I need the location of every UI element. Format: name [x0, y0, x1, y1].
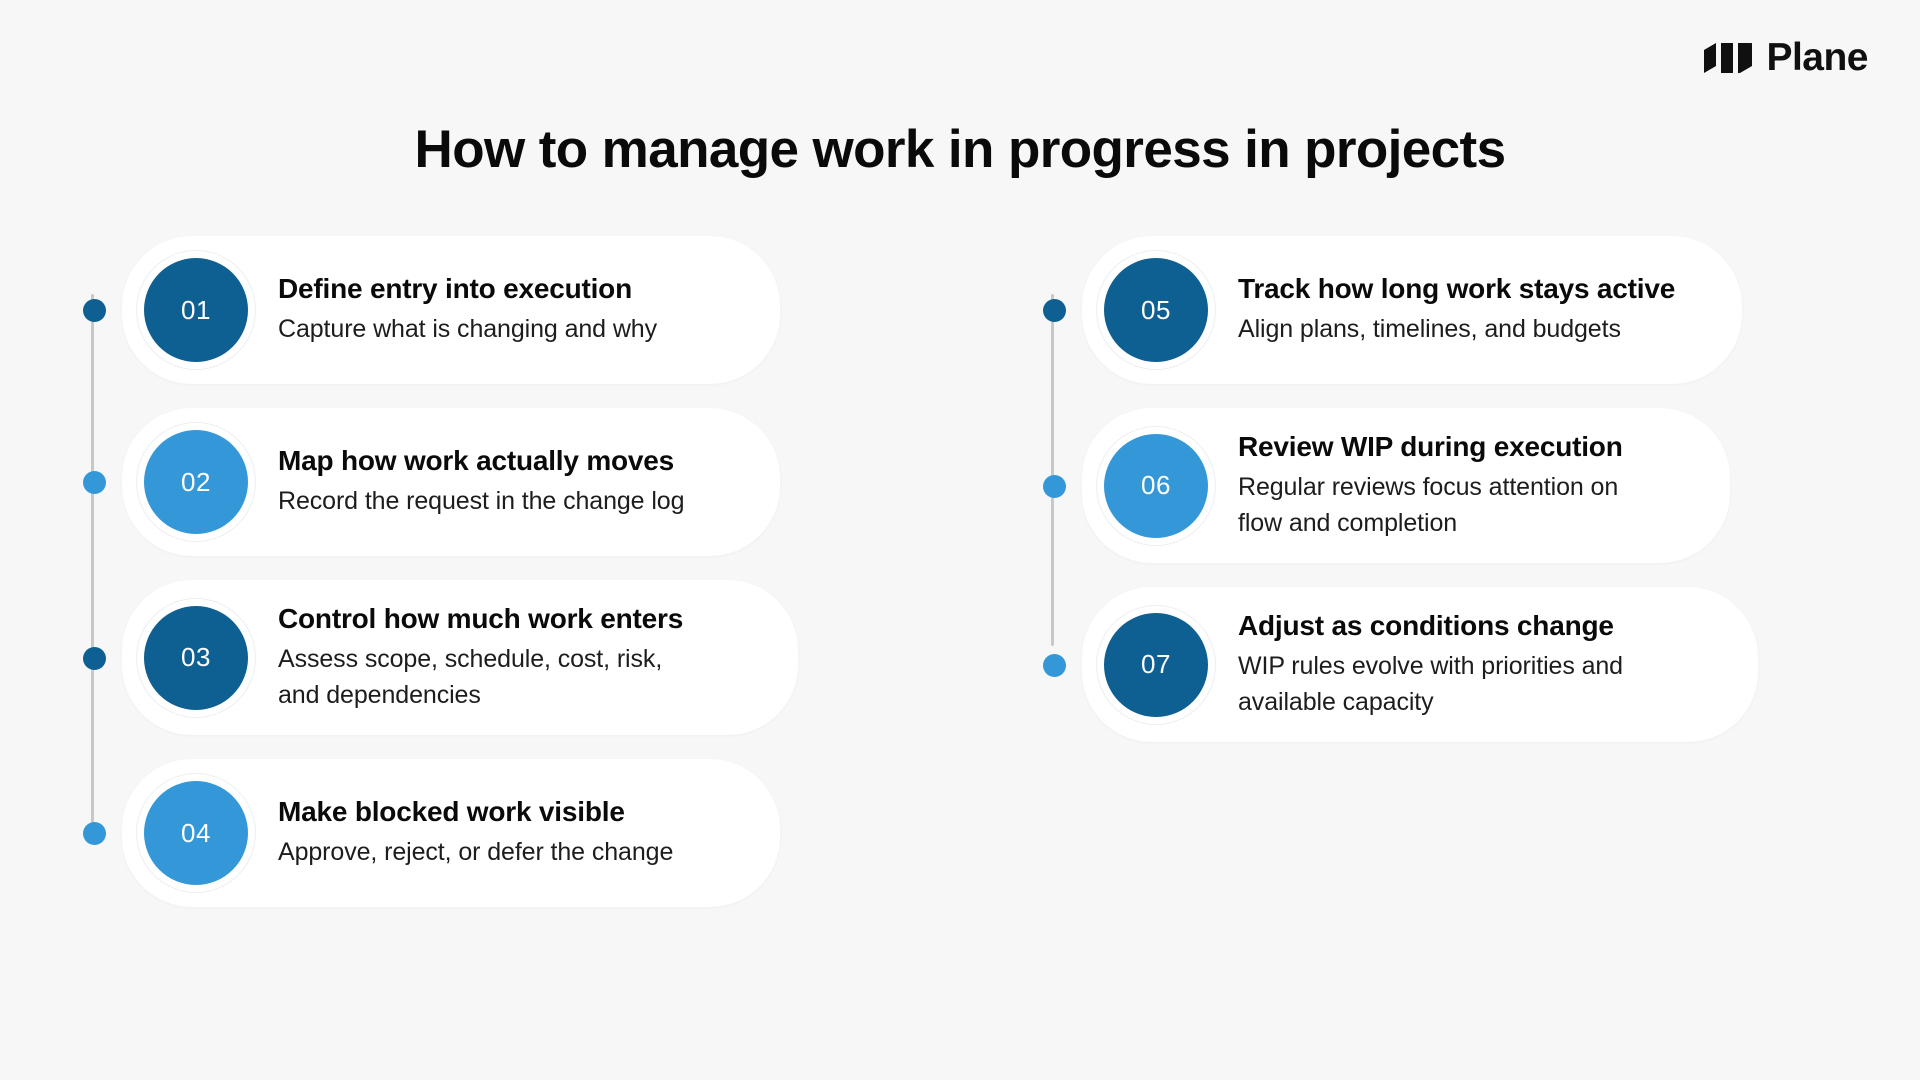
timeline-dot-04 [83, 822, 106, 846]
step-06[interactable]: 06 Review WIP during execution Regular r… [1022, 408, 1920, 564]
step-desc-05: Align plans, timelines, and budgets [1238, 315, 1621, 344]
step-card-02[interactable]: 02 Map how work actually moves Record th… [122, 408, 780, 556]
step-text-06: Review WIP during execution Regular revi… [1238, 430, 1676, 541]
step-badge-07: 07 [1104, 612, 1208, 717]
step-text-03: Control how much work enters Assess scop… [278, 602, 744, 713]
step-card-01[interactable]: 01 Define entry into execution Capture w… [122, 236, 780, 384]
timeline-dot-01 [83, 299, 106, 322]
timeline-dot-06 [1043, 474, 1066, 498]
steps-columns: 01 Define entry into execution Capture w… [0, 236, 1920, 908]
step-title-01: Define entry into execution [278, 273, 632, 305]
step-07[interactable]: 07 Adjust as conditions change WIP rules… [1022, 587, 1920, 743]
step-badge-02: 02 [144, 430, 248, 534]
step-desc-07: WIP rules evolve with priorities and ava… [1238, 652, 1623, 716]
step-title-07: Adjust as conditions change [1238, 610, 1614, 642]
step-desc-03: Assess scope, schedule, cost, risk, and … [278, 645, 663, 709]
step-title-02: Map how work actually moves [278, 445, 675, 477]
plane-logo-icon [1704, 42, 1753, 73]
step-01[interactable]: 01 Define entry into execution Capture w… [62, 236, 960, 384]
step-text-07: Adjust as conditions change WIP rules ev… [1238, 609, 1704, 720]
left-column: 01 Define entry into execution Capture w… [0, 236, 960, 908]
step-title-05: Track how long work stays active [1238, 273, 1676, 305]
step-badge-05: 05 [1104, 258, 1208, 362]
page-title: How to manage work in progress in projec… [414, 120, 1507, 179]
step-card-05[interactable]: 05 Track how long work stays active Alig… [1082, 236, 1742, 384]
right-column: 05 Track how long work stays active Alig… [960, 236, 1920, 743]
step-text-04: Make blocked work visible Approve, rejec… [278, 795, 726, 871]
timeline-rail-right [1051, 294, 1054, 646]
step-02[interactable]: 02 Map how work actually moves Record th… [62, 408, 960, 556]
step-title-06: Review WIP during execution [1238, 431, 1623, 462]
step-badge-06: 06 [1104, 433, 1208, 538]
step-card-03[interactable]: 03 Control how much work enters Assess s… [122, 580, 798, 736]
step-desc-01: Capture what is changing and why [278, 315, 657, 344]
timeline-dot-03 [83, 646, 106, 670]
step-desc-06: Regular reviews focus attention on flow … [1238, 473, 1619, 537]
step-title-04: Make blocked work visible [278, 796, 625, 828]
step-04[interactable]: 04 Make blocked work visible Approve, re… [62, 759, 960, 908]
timeline-dot-07 [1043, 653, 1066, 677]
timeline-dot-05 [1043, 299, 1066, 322]
step-text-05: Track how long work stays active Align p… [1238, 272, 1688, 348]
step-title-03: Control how much work enters [278, 603, 684, 634]
step-card-07[interactable]: 07 Adjust as conditions change WIP rules… [1082, 587, 1758, 743]
step-05[interactable]: 05 Track how long work stays active Alig… [1022, 236, 1920, 384]
step-text-01: Define entry into execution Capture what… [278, 272, 726, 348]
brand-name: Plane [1766, 36, 1868, 79]
step-badge-01: 01 [144, 258, 248, 362]
step-03[interactable]: 03 Control how much work enters Assess s… [62, 580, 960, 736]
step-badge-04: 04 [144, 781, 248, 886]
timeline-dot-02 [83, 471, 106, 494]
step-badge-03: 03 [144, 605, 248, 710]
brand-logo: Plane [1702, 38, 1868, 77]
step-desc-04: Approve, reject, or defer the change [278, 838, 674, 867]
step-card-06[interactable]: 06 Review WIP during execution Regular r… [1082, 408, 1730, 564]
timeline-rail-left [91, 294, 94, 834]
step-desc-02: Record the request in the change log [278, 487, 685, 516]
step-card-04[interactable]: 04 Make blocked work visible Approve, re… [122, 759, 780, 908]
step-text-02: Map how work actually moves Record the r… [278, 444, 726, 520]
